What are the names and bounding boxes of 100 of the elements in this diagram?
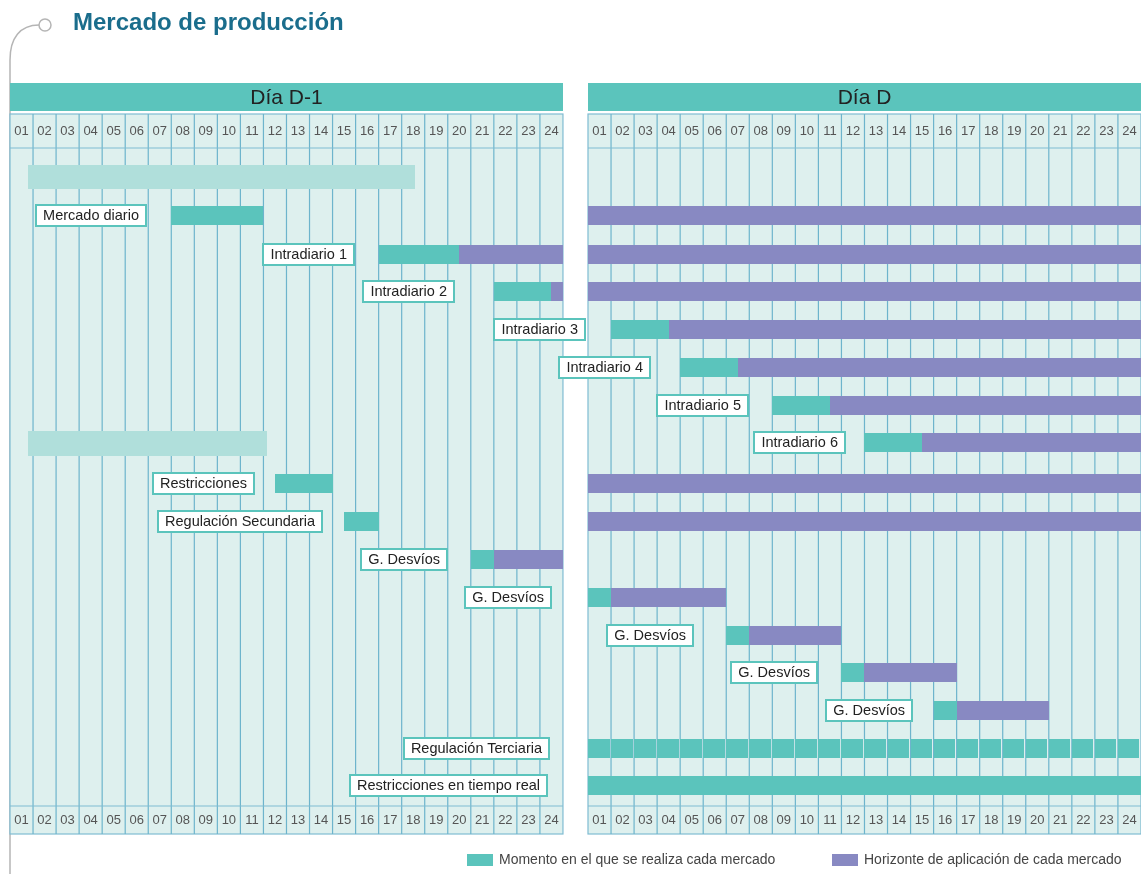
hour-label: 12 [844, 812, 862, 827]
hour-label: 03 [59, 812, 76, 827]
hour-label: 14 [890, 812, 908, 827]
hour-label: 03 [59, 123, 76, 138]
hour-label: 01 [591, 812, 608, 827]
hour-label: 03 [637, 123, 654, 138]
hour-label: 01 [591, 123, 608, 138]
hour-label: 02 [36, 123, 53, 138]
hour-label: 07 [151, 123, 168, 138]
hour-label: 16 [358, 123, 376, 138]
hour-label: 15 [913, 123, 931, 138]
hour-label: 10 [798, 123, 816, 138]
hour-label: 21 [474, 123, 491, 138]
hour-label: 16 [358, 812, 376, 827]
legend-label: Momento en el que se realiza cada mercado [499, 851, 776, 867]
hour-label: 10 [220, 812, 238, 827]
hour-label: 10 [798, 812, 816, 827]
legend-label: Horizonte de aplicación de cada mercado [864, 851, 1122, 867]
hour-label: 11 [822, 123, 838, 138]
hour-label: 01 [13, 123, 30, 138]
hour-label: 17 [381, 123, 399, 138]
hour-label: 02 [36, 812, 53, 827]
hour-label: 08 [752, 123, 770, 138]
hour-label: 13 [867, 123, 885, 138]
hour-label: 06 [128, 123, 145, 138]
bar [551, 281, 563, 301]
hour-label: 07 [729, 812, 746, 827]
hour-label: 18 [404, 812, 422, 827]
row-label: Regulación Terciaria [402, 736, 550, 760]
hour-label: 06 [706, 123, 723, 138]
row-label: G. Desvíos [730, 660, 818, 684]
hour-label: 12 [266, 123, 284, 138]
hour-label: 14 [890, 123, 908, 138]
hour-label: 13 [289, 123, 307, 138]
hour-label: 18 [404, 123, 422, 138]
hour-label: 13 [289, 812, 307, 827]
hour-label: 23 [1098, 812, 1115, 827]
hour-label: 18 [982, 123, 1000, 138]
hour-label: 09 [775, 812, 793, 827]
hour-label: 17 [959, 812, 977, 827]
hour-label: 15 [335, 812, 353, 827]
hour-label: 13 [867, 812, 885, 827]
hour-label: 01 [13, 812, 30, 827]
hour-label: 20 [1029, 123, 1046, 138]
row-label: Intradiario 5 [656, 393, 749, 417]
hour-label: 16 [936, 812, 954, 827]
hour-label: 12 [266, 812, 284, 827]
row-label: Intradiario 6 [753, 430, 846, 454]
hour-label: 24 [1121, 812, 1138, 827]
hour-label: 02 [614, 812, 631, 827]
row-label: Regulación Secundaria [157, 509, 323, 533]
row-label: Restricciones en tiempo real [349, 773, 548, 797]
hour-label: 19 [428, 123, 445, 138]
hour-label: 16 [936, 123, 954, 138]
hour-label: 20 [451, 812, 468, 827]
hour-label: 08 [752, 812, 770, 827]
hour-label: 04 [82, 812, 99, 827]
hour-label: 05 [683, 123, 700, 138]
row-label: G. Desvíos [464, 585, 552, 609]
section-band [28, 431, 267, 456]
hour-label: 09 [197, 123, 215, 138]
hour-label: 20 [451, 123, 468, 138]
hour-label: 19 [1006, 123, 1023, 138]
day-header-band: Día D-1 [10, 83, 563, 111]
hour-label: 11 [244, 123, 260, 138]
hour-label: 24 [543, 123, 560, 138]
hour-label: 05 [105, 123, 122, 138]
hour-label: 21 [1052, 123, 1069, 138]
hour-label: 24 [543, 812, 560, 827]
hour-label: 11 [244, 812, 260, 827]
hour-label: 24 [1121, 123, 1138, 138]
hour-label: 17 [381, 812, 399, 827]
hour-label: 20 [1029, 812, 1046, 827]
hour-label: 06 [128, 812, 145, 827]
day-header-band: Día D [588, 83, 1141, 111]
hour-label: 22 [497, 123, 514, 138]
hour-label: 14 [312, 812, 330, 827]
bar [344, 511, 379, 531]
row-label: Intradiario 2 [362, 279, 455, 303]
row-label: G. Desvíos [360, 547, 448, 571]
hour-label: 23 [520, 812, 537, 827]
hour-label: 19 [428, 812, 445, 827]
hour-label: 19 [1006, 812, 1023, 827]
hour-label: 10 [220, 123, 238, 138]
hour-label: 11 [822, 812, 838, 827]
title: Mercado de producción [73, 8, 344, 36]
hour-label: 08 [174, 123, 192, 138]
hour-label: 07 [729, 123, 746, 138]
hour-label: 04 [660, 123, 677, 138]
row-label: Mercado diario [35, 203, 147, 227]
hour-label: 23 [520, 123, 537, 138]
hour-label: 04 [660, 812, 677, 827]
hour-label: 07 [151, 812, 168, 827]
row-label: Intradiario 1 [262, 242, 355, 266]
hour-label: 15 [335, 123, 353, 138]
row-label: Intradiario 3 [493, 317, 586, 341]
hour-label: 14 [312, 123, 330, 138]
hour-label: 06 [706, 812, 723, 827]
hour-label: 09 [197, 812, 215, 827]
hour-label: 09 [775, 123, 793, 138]
